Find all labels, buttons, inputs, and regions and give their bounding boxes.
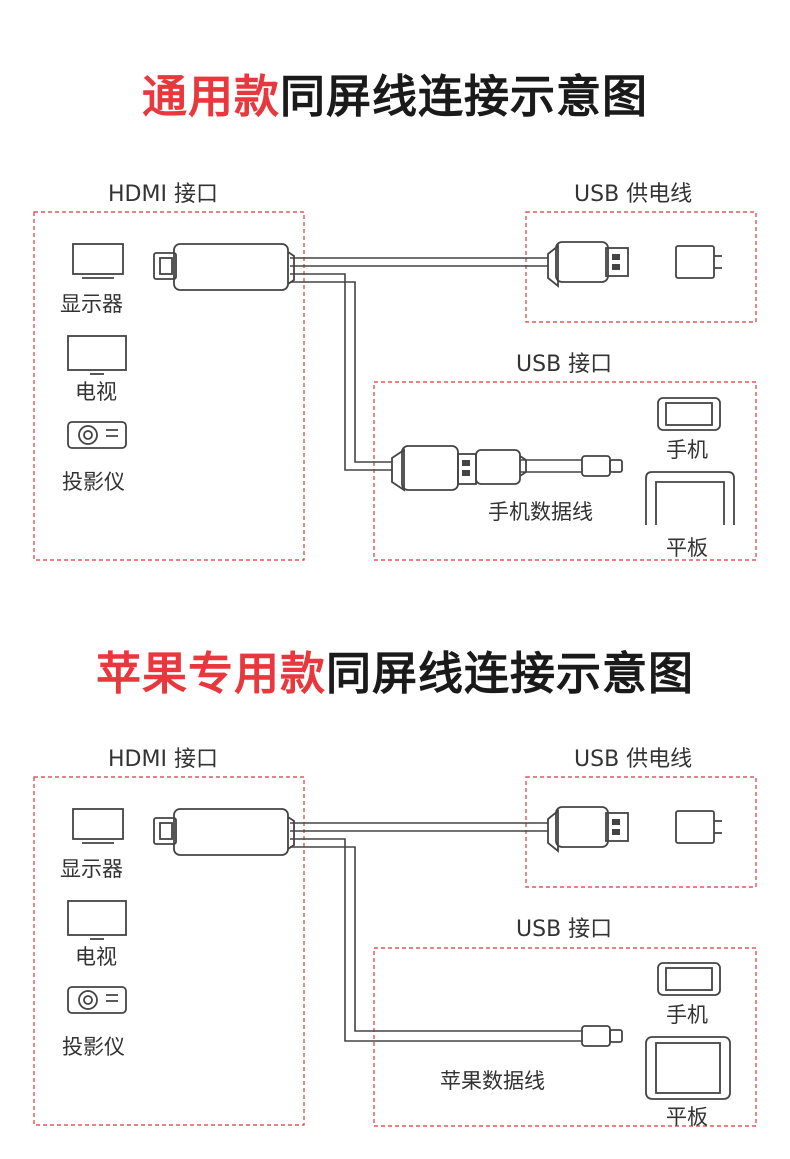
phone-label: 手机: [666, 438, 708, 462]
usb-plug-icon: [547, 806, 629, 853]
hdmi-plug-icon: [153, 808, 295, 856]
apple-title-highlight: 苹果专用款: [95, 647, 326, 700]
projector-device: 投影仪: [62, 462, 125, 496]
tv-device: 电视: [75, 372, 117, 406]
monitor-device: 显示器: [60, 849, 123, 883]
otg-adapter-icon: [391, 445, 477, 492]
lightning-plug-icon: [581, 1025, 623, 1047]
projector-label: 投影仪: [62, 470, 125, 494]
general-title-rest: 同屏线连接示意图: [280, 70, 649, 123]
hdmi-zone-box: [33, 776, 305, 1126]
usb-port-label: USB 接口: [516, 917, 613, 942]
power-adapter-icon: [675, 245, 722, 279]
apple-section: 苹果专用款同屏线连接示意图: [0, 575, 790, 1145]
usb-port-zone-box: [373, 381, 757, 561]
usb-port-label: USB 接口: [516, 352, 613, 377]
tv-device: 电视: [75, 937, 117, 971]
monitor-icon: [72, 808, 124, 844]
usb-plug-icon: [547, 241, 629, 288]
projector-label: 投影仪: [62, 1035, 125, 1059]
projector-device: 投影仪: [62, 1027, 125, 1061]
usb-power-label: USB 供电线: [574, 747, 693, 772]
monitor-label: 显示器: [60, 292, 123, 316]
general-section: 通用款同屏线连接示意图: [0, 0, 790, 570]
tablet-label: 平板: [666, 1105, 708, 1129]
hdmi-label: HDMI 接口: [108, 182, 218, 207]
monitor-icon: [72, 243, 124, 279]
cable-lines: [290, 257, 582, 473]
tablet-icon: [645, 471, 735, 525]
phone-icon: [657, 962, 721, 996]
apple-diagram: [33, 776, 757, 1127]
monitor-device: 显示器: [60, 284, 123, 318]
hdmi-plug-icon: [153, 243, 295, 291]
projector-icon: [67, 421, 127, 449]
cable-label: 苹果数据线: [440, 1069, 545, 1093]
tv-label: 电视: [75, 380, 117, 404]
phone-icon: [657, 397, 721, 431]
usb-power-label: USB 供电线: [574, 182, 693, 207]
tablet-label: 平板: [666, 536, 708, 560]
general-title-highlight: 通用款: [141, 70, 280, 123]
micro-usb-plug-icon: [475, 449, 623, 485]
tv-label: 电视: [75, 945, 117, 969]
usb-port-zone-box: [373, 947, 757, 1127]
hdmi-zone-box: [33, 211, 305, 561]
apple-title-rest: 同屏线连接示意图: [326, 647, 695, 700]
general-diagram: [33, 211, 757, 561]
cable-label: 手机数据线: [488, 500, 593, 524]
phone-label: 手机: [666, 1003, 708, 1027]
hdmi-label: HDMI 接口: [108, 747, 218, 772]
tablet-icon: [645, 1036, 731, 1100]
cable-lines: [290, 822, 582, 1042]
usb-power-zone-box: [525, 776, 757, 888]
projector-icon: [67, 986, 127, 1014]
monitor-label: 显示器: [60, 857, 123, 881]
power-adapter-icon: [675, 810, 722, 844]
tv-icon: [67, 900, 127, 940]
general-title: 通用款同屏线连接示意图: [0, 60, 790, 125]
usb-power-zone-box: [525, 211, 757, 323]
tv-icon: [67, 335, 127, 375]
apple-title: 苹果专用款同屏线连接示意图: [0, 637, 790, 702]
